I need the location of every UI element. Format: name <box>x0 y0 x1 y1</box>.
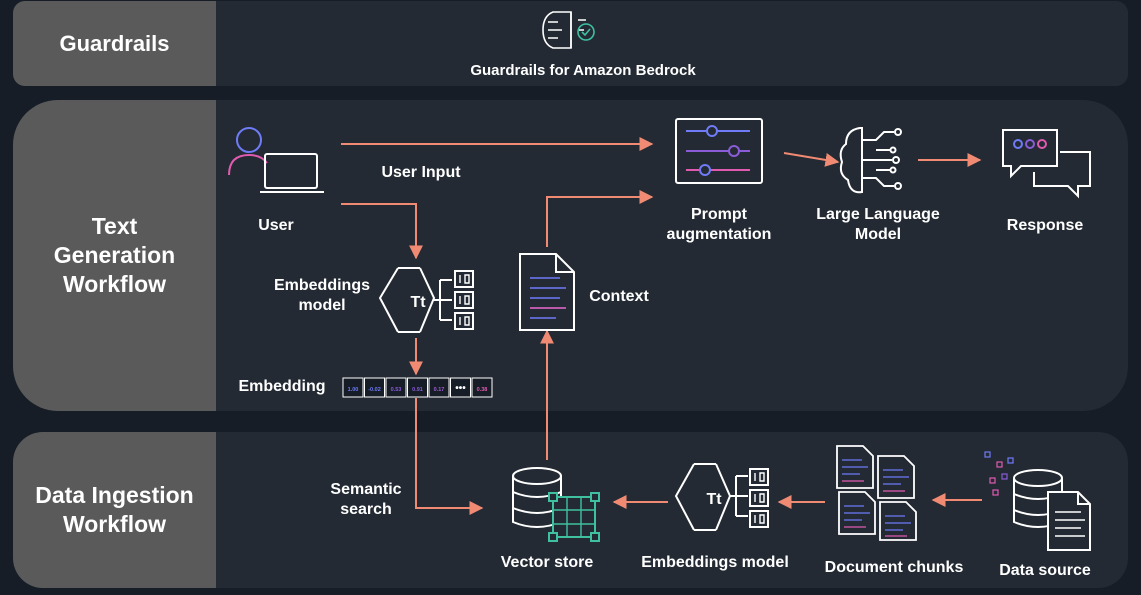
document-icon <box>519 253 575 331</box>
guardrails-icon <box>542 11 595 49</box>
embedding-value-box <box>385 377 407 398</box>
svg-text:Tt: Tt <box>410 294 426 311</box>
user-laptop-icon <box>228 127 324 193</box>
vector-store-label: Vector store <box>500 554 594 571</box>
embeddings-model-icon-bottom: Tt <box>674 463 769 531</box>
chat-bubbles-icon <box>1002 129 1091 199</box>
data-ingestion-section-label: Data Ingestion Workflow <box>13 432 216 588</box>
embedding-value: -0.02 <box>368 387 381 393</box>
embedding-value-box <box>407 377 428 398</box>
llm-label: Large Language Model <box>816 206 940 243</box>
embeddings-model-icon-top: Tt <box>378 267 474 333</box>
flow-arrows <box>341 137 982 515</box>
embedding-vector: 1.00 -0.02 0.53 0.91 0.17 ••• 0.38 <box>342 377 493 398</box>
embedding-value-box <box>471 377 493 398</box>
sliders-icon <box>675 118 763 184</box>
arrow-embedding-to-vectorstore <box>415 398 484 515</box>
prompt-augmentation-label: Prompt augmentation <box>666 206 772 243</box>
embedding-value-box <box>364 377 385 398</box>
semantic-search-label: Semantic search <box>330 481 402 518</box>
embedding-value-box <box>428 377 450 398</box>
brain-circuit-icon <box>839 127 902 194</box>
text-generation-section-label: Text Generation Workflow <box>13 100 216 411</box>
user-input-label: User Input <box>381 164 461 181</box>
document-chunks-label: Document chunks <box>824 559 964 576</box>
embedding-value: 0.53 <box>391 387 402 393</box>
guardrails-service-label: Guardrails for Amazon Bedrock <box>470 62 696 79</box>
context-label: Context <box>589 288 649 305</box>
response-label: Response <box>1006 217 1084 234</box>
embedding-label: Embedding <box>238 378 326 395</box>
embedding-value: 0.17 <box>434 387 445 393</box>
embedding-value: 0.38 <box>477 387 488 393</box>
arrow-prompt-to-llm <box>783 152 840 167</box>
embedding-value: ••• <box>455 383 466 394</box>
embedding-value-box <box>342 377 364 398</box>
vector-store-icon <box>512 467 600 542</box>
embedding-value-box <box>450 377 471 398</box>
guardrails-section-label: Guardrails <box>13 1 216 86</box>
arrow-user-to-embeddings <box>341 203 423 260</box>
embedding-value: 0.91 <box>412 387 423 393</box>
user-label: User <box>258 217 294 234</box>
embeddings-model-top-label: Embeddings model <box>273 277 370 314</box>
embeddings-model-bottom-label: Embeddings model <box>641 554 789 571</box>
svg-text:Tt: Tt <box>706 491 722 508</box>
data-source-label: Data source <box>999 562 1091 579</box>
document-chunks-icon <box>836 445 917 541</box>
data-source-icon <box>984 451 1091 551</box>
arrow-context-to-prompt <box>546 190 654 247</box>
embedding-value: 1.00 <box>348 387 359 393</box>
